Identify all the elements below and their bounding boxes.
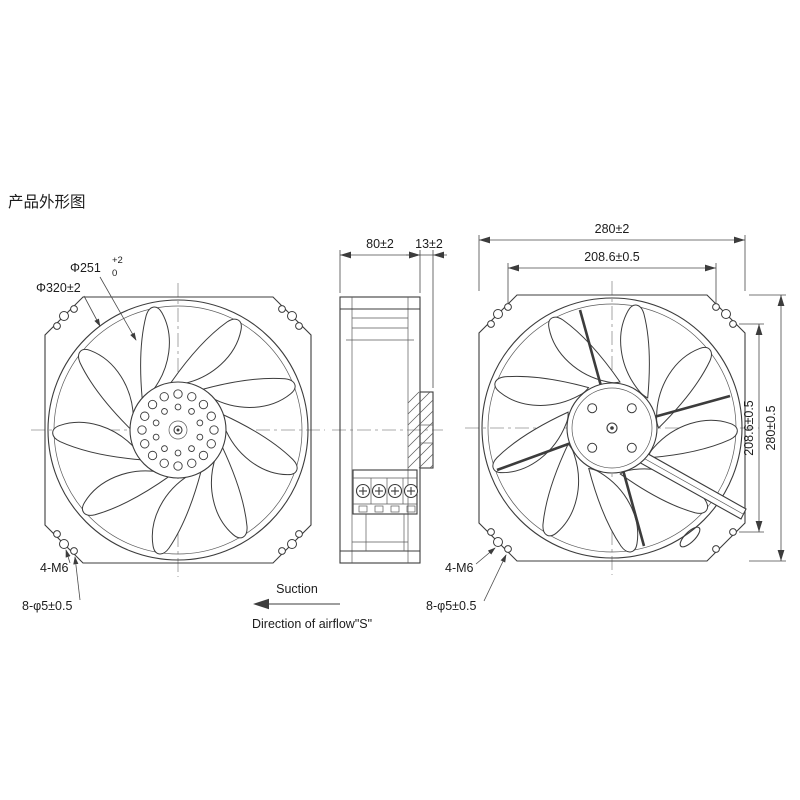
front-m6-hole <box>287 539 297 549</box>
front-hub <box>129 381 227 479</box>
motor-protrusion-dimension: 13±2 <box>415 237 443 251</box>
suction-label: Suction <box>276 582 318 596</box>
rear-phi5-hole <box>504 545 512 553</box>
rear-m6-hole <box>493 537 503 547</box>
side-view <box>332 296 443 564</box>
front-phi5-hole <box>278 547 286 555</box>
rear-hole-pitch-v-dimension: 208.6±0.5 <box>742 400 756 456</box>
rear-phi5-hole <box>712 545 720 553</box>
rear-phi5-hole <box>712 303 720 311</box>
airflow-arrow-head <box>253 598 269 610</box>
front-phi5-hole <box>70 305 78 313</box>
side-terminal-block <box>352 469 419 551</box>
impeller-tol-lower: 0 <box>112 268 117 279</box>
front-phi5-hole <box>53 322 61 330</box>
impeller-diameter-label: Φ251 <box>70 261 101 275</box>
front-m6-hole <box>287 311 297 321</box>
front-phi5-hole <box>295 322 303 330</box>
front-m6-label: 4-M6 <box>40 561 69 575</box>
rear-hub <box>566 382 658 474</box>
rear-m6-hole <box>721 309 731 319</box>
front-m6-hole <box>59 311 69 321</box>
rear-phi5-hole <box>487 528 495 536</box>
rear-cable-slot <box>679 526 701 548</box>
front-phi5-hole <box>295 530 303 538</box>
front-m6-hole <box>59 539 69 549</box>
rear-guard-spokes <box>496 309 731 547</box>
rear-width-dimension: 280±2 <box>595 222 630 236</box>
rear-hole-pitch-h-dimension: 208.6±0.5 <box>584 250 640 264</box>
airflow-direction-label: Direction of airflow"S" <box>252 617 372 631</box>
rear-m6-leader <box>475 547 496 565</box>
rear-holes-label: 8-φ5±0.5 <box>426 599 476 613</box>
page-title: 产品外形图 <box>8 193 86 211</box>
front-phi5-hole <box>53 530 61 538</box>
front-view-callouts: Φ251 +2 0 Φ320±2 4-M6 8-φ5±0.5 <box>22 255 137 613</box>
rear-view <box>465 281 759 575</box>
front-holes-leader <box>73 556 81 601</box>
impeller-tol-upper: +2 <box>112 255 123 266</box>
rear-phi5-hole <box>487 320 495 328</box>
airflow-annotation: Suction Direction of airflow"S" <box>252 582 372 631</box>
rear-view-dimensions: 280±2 208.6±0.5 208.6±0.5 280±0.5 4-M6 8… <box>426 222 786 613</box>
rear-holes-leader <box>483 554 507 602</box>
rear-phi5-hole <box>729 528 737 536</box>
front-holes-label: 8-φ5±0.5 <box>22 599 72 613</box>
front-phi5-hole <box>278 305 286 313</box>
side-motor-hatch <box>407 391 434 469</box>
front-venturi-outer <box>47 299 309 561</box>
rear-m6-hole <box>493 309 503 319</box>
venturi-leader <box>83 295 101 327</box>
front-view <box>31 283 325 577</box>
rear-phi5-hole <box>504 303 512 311</box>
terminal-screws <box>355 483 419 499</box>
venturi-diameter-label: Φ320±2 <box>36 281 81 295</box>
rear-venturi-outer <box>481 297 743 559</box>
front-phi5-hole <box>70 547 78 555</box>
front-m6-leader <box>65 549 71 564</box>
impeller-leader <box>99 276 137 341</box>
depth-dimension: 80±2 <box>366 237 394 251</box>
side-motor <box>419 391 434 469</box>
side-view-dimensions: 80±2 13±2 <box>339 237 447 388</box>
rear-phi5-hole <box>729 320 737 328</box>
rear-m6-label: 4-M6 <box>445 561 474 575</box>
rear-height-dimension: 280±0.5 <box>764 405 778 450</box>
